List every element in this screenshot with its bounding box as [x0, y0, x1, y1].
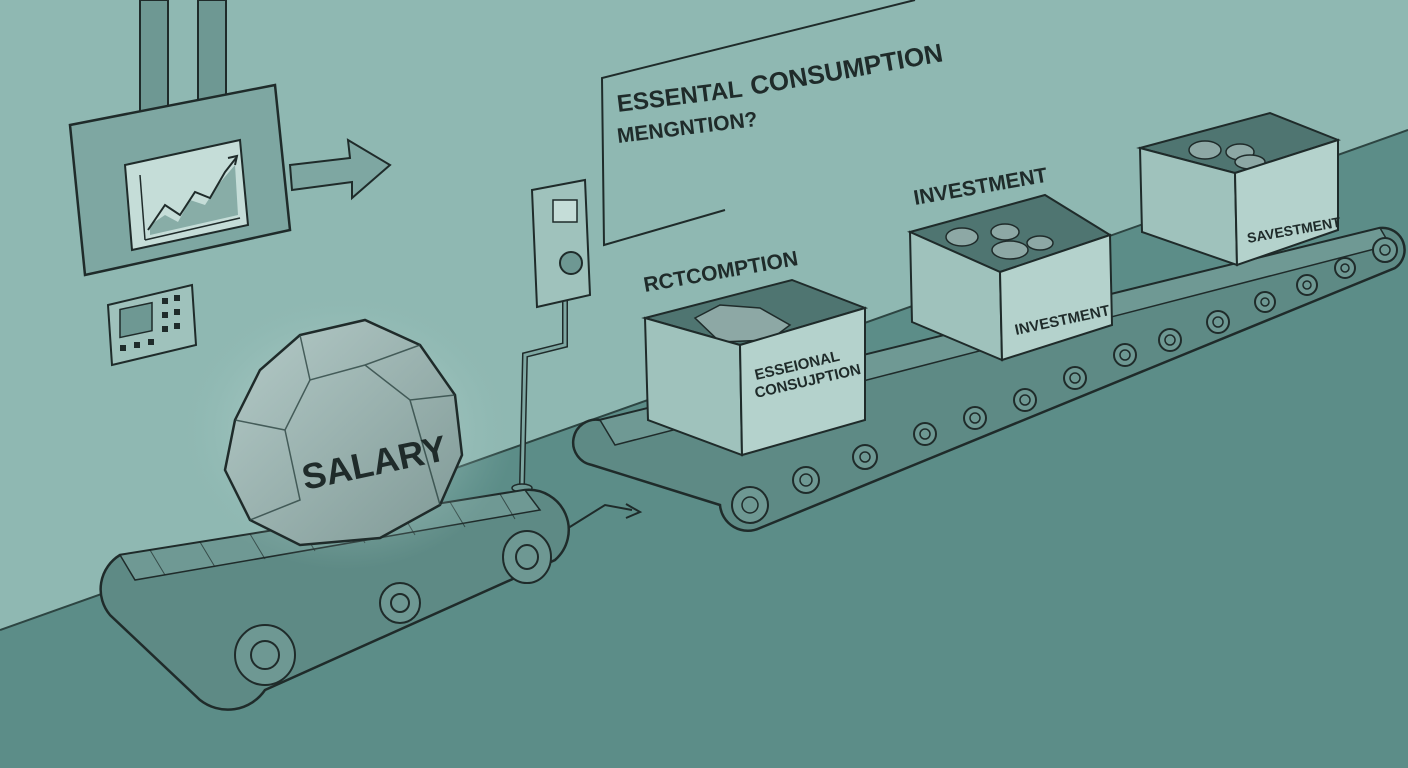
box-investment: INVESTMENT — [907, 193, 1114, 362]
box-essential: ESSEIONAL CONSUJPTION — [641, 278, 869, 457]
control-panel — [68, 83, 292, 277]
salary-rock: SALARY — [175, 290, 515, 570]
right-arrow-icon — [288, 138, 392, 201]
roller-icon — [234, 624, 296, 686]
pipes — [139, 0, 227, 116]
sensor-post — [511, 178, 592, 493]
sensor-dial-icon — [559, 251, 583, 275]
keypad — [106, 283, 198, 367]
growth-chart-icon — [139, 154, 241, 241]
connector-arrow-icon — [564, 503, 633, 531]
